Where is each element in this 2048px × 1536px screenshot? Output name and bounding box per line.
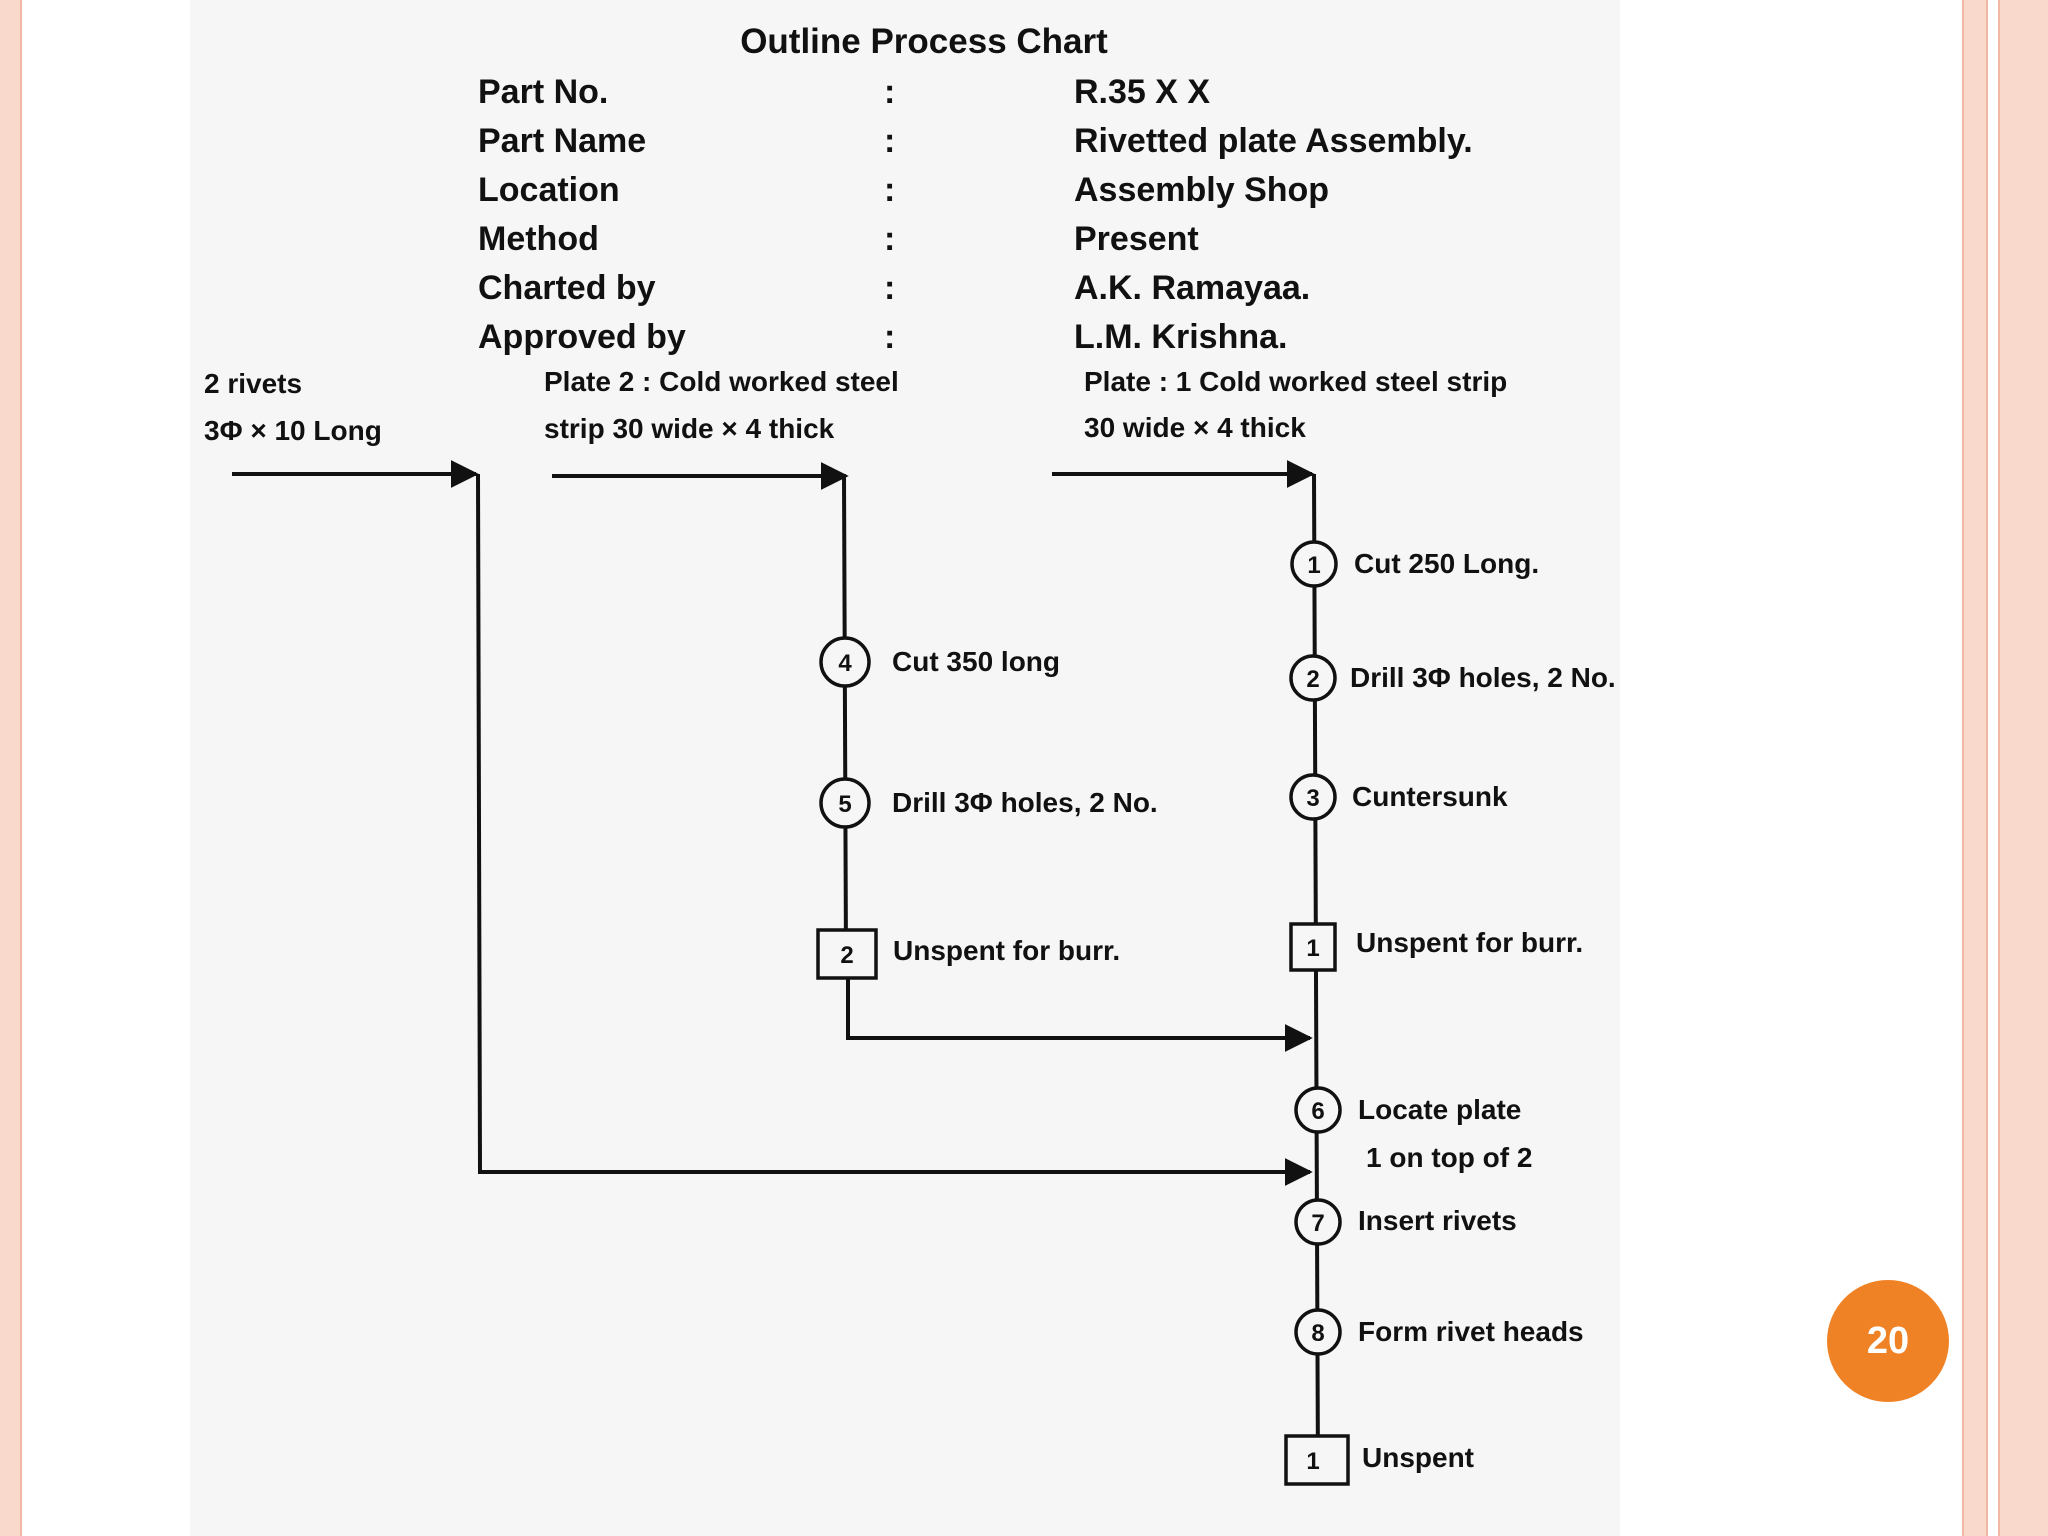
operation-circle bbox=[819, 777, 871, 829]
inspection-label: Unspent for burr. bbox=[1356, 927, 1583, 958]
operation-label: Insert rivets bbox=[1358, 1205, 1517, 1236]
op-4: 4 Cut 350 long bbox=[819, 636, 1060, 688]
inspection-1: 1 Unspent for burr. bbox=[1289, 922, 1583, 972]
header-value-approved-by: L.M. Krishna. bbox=[1074, 318, 1287, 356]
header-sep: : bbox=[884, 318, 895, 356]
header-value-part-name: Rivetted plate Assembly. bbox=[1074, 122, 1473, 160]
operation-circle bbox=[1289, 773, 1337, 821]
operation-number: 7 bbox=[1311, 1210, 1324, 1237]
page-number-badge: 20 bbox=[1827, 1280, 1949, 1402]
op-3: 3 Cuntersunk bbox=[1289, 773, 1508, 821]
header-sep: : bbox=[884, 269, 895, 307]
inspection-number: 2 bbox=[840, 942, 853, 969]
plate2-join-arrow bbox=[846, 960, 1313, 1052]
inspection-3: 1 Unspent bbox=[1284, 1434, 1474, 1486]
input-plate1-line2: 30 wide × 4 thick bbox=[1084, 412, 1306, 443]
operation-number: 5 bbox=[838, 791, 851, 818]
rivets-join-arrow bbox=[476, 473, 1313, 1186]
operation-number: 3 bbox=[1306, 785, 1319, 812]
flow-lines bbox=[232, 460, 1320, 1479]
header-sep: : bbox=[884, 73, 895, 111]
operation-label: Drill 3Φ holes, 2 No. bbox=[1350, 662, 1616, 693]
operation-circle bbox=[1294, 1308, 1342, 1356]
operation-label: Drill 3Φ holes, 2 No. bbox=[892, 787, 1158, 818]
op-8: 8 Form rivet heads bbox=[1294, 1308, 1584, 1356]
operation-circle bbox=[1294, 1086, 1342, 1134]
operation-label: Form rivet heads bbox=[1358, 1316, 1584, 1347]
inspection-label: Unspent for burr. bbox=[893, 935, 1120, 966]
operation-label: Cut 350 long bbox=[892, 646, 1060, 677]
inspection-square bbox=[816, 928, 878, 980]
header-label-method: Method bbox=[478, 220, 599, 258]
operation-label: Cut 250 Long. bbox=[1354, 548, 1539, 579]
slide-frame-right-inner bbox=[1962, 0, 1988, 1536]
header-value-location: Assembly Shop bbox=[1074, 171, 1329, 209]
operation-number: 6 bbox=[1311, 1098, 1324, 1125]
inspection-square bbox=[1284, 1434, 1350, 1486]
inspection-number: 1 bbox=[1306, 935, 1319, 962]
operation-label: Cuntersunk bbox=[1352, 781, 1508, 812]
header-value-part-no: R.35 X X bbox=[1074, 73, 1210, 111]
header-label-part-name: Part Name bbox=[478, 122, 646, 160]
operation-number: 1 bbox=[1307, 552, 1320, 579]
operation-circle bbox=[1289, 654, 1337, 702]
header-sep: : bbox=[884, 220, 895, 258]
slide-frame-left bbox=[0, 0, 22, 1536]
header-value-charted-by: A.K. Ramayaa. bbox=[1074, 269, 1310, 307]
header-label-part-no: Part No. bbox=[478, 73, 608, 111]
op-1: 1 Cut 250 Long. bbox=[1290, 540, 1539, 588]
op-2: 2 Drill 3Φ holes, 2 No. bbox=[1289, 654, 1616, 702]
header-sep: : bbox=[884, 171, 895, 209]
inspection-2: 2 Unspent for burr. bbox=[816, 928, 1120, 980]
operation-circle bbox=[1294, 1198, 1342, 1246]
operation-number: 8 bbox=[1311, 1320, 1324, 1347]
inspection-square bbox=[1289, 922, 1337, 972]
input-rivets-line2: 3Φ × 10 Long bbox=[204, 415, 382, 446]
chart-title: Outline Process Chart bbox=[740, 22, 1108, 61]
header-table: Part No. : R.35 X X Part Name : Rivetted… bbox=[478, 73, 1473, 356]
inspection-label: Unspent bbox=[1362, 1442, 1474, 1473]
op-7: 7 Insert rivets bbox=[1294, 1198, 1517, 1246]
operation-label-line1: Locate plate bbox=[1358, 1094, 1521, 1125]
header-value-method: Present bbox=[1074, 220, 1199, 258]
operation-circle bbox=[819, 636, 871, 688]
operation-label-line2: 1 on top of 2 bbox=[1366, 1142, 1532, 1173]
plate2-vertical-line bbox=[842, 475, 848, 961]
header-sep: : bbox=[884, 122, 895, 160]
operation-circle bbox=[1290, 540, 1338, 588]
operation-number: 4 bbox=[838, 650, 852, 677]
input-plate2-line1: Plate 2 : Cold worked steel bbox=[544, 366, 899, 397]
input-rivets-line1: 2 rivets bbox=[204, 368, 302, 399]
input-plate1-line1: Plate : 1 Cold worked steel strip bbox=[1084, 366, 1507, 397]
op-5: 5 Drill 3Φ holes, 2 No. bbox=[819, 777, 1158, 829]
operation-number: 2 bbox=[1306, 666, 1319, 693]
header-label-charted-by: Charted by bbox=[478, 269, 656, 307]
inspection-number: 1 bbox=[1306, 1448, 1319, 1475]
header-label-approved-by: Approved by bbox=[478, 318, 686, 356]
op-6: 6 Locate plate 1 on top of 2 bbox=[1294, 1086, 1532, 1173]
header-label-location: Location bbox=[478, 171, 620, 209]
slide-frame-right-outer bbox=[1998, 0, 2048, 1536]
slide-image bbox=[190, 0, 1620, 1536]
input-plate2-line2: strip 30 wide × 4 thick bbox=[544, 413, 835, 444]
